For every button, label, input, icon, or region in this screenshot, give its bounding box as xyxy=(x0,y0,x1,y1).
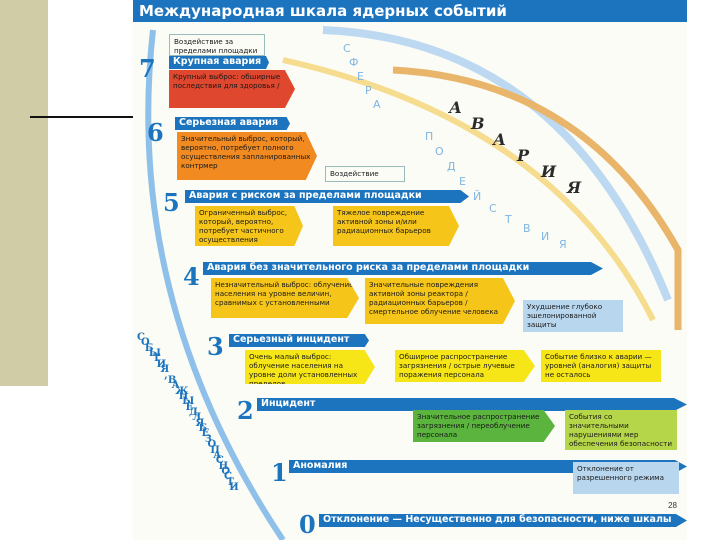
vertical-letter: Д xyxy=(188,407,198,418)
podeistvia-letter-4: Е xyxy=(459,175,466,188)
vertical-letter: Н xyxy=(178,390,189,402)
poster-title: Международная шкала ядерных событий xyxy=(139,2,507,20)
avaria-letter-1: А xyxy=(449,98,463,117)
vertical-letter: Б xyxy=(144,342,154,354)
side-decoration-strip xyxy=(0,0,48,386)
podeistvia-letter-8: В xyxy=(523,222,531,235)
vertical-letter: А xyxy=(171,380,180,392)
level-2-title: Инцидент xyxy=(261,398,316,409)
vertical-letter: Б xyxy=(198,423,208,435)
level-0-number: 0 xyxy=(299,510,316,539)
level-7-title: Крупная авария xyxy=(173,56,262,67)
level-3-bar: Серьезный инцидент xyxy=(229,334,369,347)
vertical-letter: В xyxy=(167,374,177,386)
sfera-letter-5: А xyxy=(373,98,381,111)
avaria-letter-6: Я xyxy=(567,178,582,197)
vertical-letter: И xyxy=(156,358,167,370)
vertical-letter: С xyxy=(137,332,145,343)
level-4-bar: Авария без значительного риска за предел… xyxy=(203,262,603,275)
podeistvia-letter-2: О xyxy=(435,145,444,158)
level-2-box-a: Значительное распространение загрязнения… xyxy=(413,410,555,442)
level-4-number: 4 xyxy=(183,262,200,291)
avaria-letter-3: А xyxy=(493,130,507,149)
level-3-box-b: Обширное распространение загрязнения / о… xyxy=(395,350,535,382)
vertical-letter: Е xyxy=(185,401,194,413)
vertical-letter: Я xyxy=(160,364,170,376)
podeistvia-letter-7: Т xyxy=(505,213,512,226)
level-0-note: Несущественно для безопасности, ниже шка… xyxy=(405,514,672,525)
vertical-letter: О xyxy=(207,439,217,451)
vertical-letter: П xyxy=(210,444,220,456)
vertical-letter: О xyxy=(140,337,150,349)
vertical-letter: О xyxy=(221,465,231,477)
sfera-letter-1: С xyxy=(343,42,351,55)
podeistvia-letter-5: Й xyxy=(473,190,482,203)
avaria-letter-2: В xyxy=(471,114,485,133)
sfera-letter-3: Е xyxy=(357,70,364,83)
level-1-number: 1 xyxy=(271,458,288,487)
level-5-number: 5 xyxy=(163,188,180,217)
level-4-box-a: Незначительный выброс: облучение населен… xyxy=(211,278,359,318)
level-0-title: Отклонение — Несущественно для безопасно… xyxy=(323,514,672,525)
vertical-letter: , xyxy=(164,369,168,381)
level-7-box: Крупный выброс: обширные последствия для… xyxy=(169,70,295,108)
level-6-box: Значительный выброс, который, вероятно, … xyxy=(177,132,317,180)
page-number: 28 xyxy=(668,501,677,510)
vertical-letter: И xyxy=(229,482,239,493)
vertical-letter: С xyxy=(223,471,232,483)
podeistvia-letter-1: П xyxy=(425,130,434,143)
title-bar: Международная шкала ядерных событий xyxy=(133,0,687,22)
sfera-letter-2: Ф xyxy=(349,56,359,69)
podeistvia-letter-9: И xyxy=(541,230,550,243)
vertical-letter: А xyxy=(213,449,222,461)
avaria-letter-4: Р xyxy=(517,146,530,165)
arc-bands xyxy=(145,26,682,540)
level-2-box-b: События со значительными нарушениями мер… xyxy=(565,410,677,450)
podeistvia-letter-6: С xyxy=(489,202,497,215)
level-2-bar: Инцидент xyxy=(257,398,687,411)
sfera-letter-4: Р xyxy=(365,84,372,97)
vertical-letter: Ы xyxy=(182,396,195,408)
vertical-letter: Е xyxy=(201,428,210,440)
level-3-number: 3 xyxy=(207,332,224,361)
level-0-title-text: Отклонение xyxy=(323,514,390,525)
vertical-letter: Л xyxy=(192,412,202,424)
avaria-letter-5: И xyxy=(541,162,557,181)
vertical-letter: С xyxy=(215,455,224,467)
level-4-title: Авария без значительного риска за предел… xyxy=(207,262,530,273)
level-6-title: Серьезная авария xyxy=(179,117,278,128)
level-3-title: Серьезный инцидент xyxy=(233,334,350,345)
level-2-number: 2 xyxy=(237,396,254,425)
level-3-box-a: Очень малый выброс: облучение населения … xyxy=(245,350,375,384)
vertical-letter: Т xyxy=(152,353,161,365)
side-decoration-line xyxy=(30,116,155,118)
vertical-letter: З xyxy=(204,433,212,445)
level-6-bar: Серьезная авария xyxy=(175,117,290,130)
level-7-bar: Крупная авария xyxy=(169,56,269,69)
impact-header-box: Воздействие xyxy=(325,166,405,182)
level-4-box-c: Ухудшение глубоко эшелонированной защиты xyxy=(523,300,623,332)
level-5-box-a: Ограниченный выброс, который, вероятно, … xyxy=(195,206,303,246)
level-1-box: Отклонение от разрешенного режима xyxy=(573,462,679,494)
vertical-letter: Ы xyxy=(148,348,161,360)
level-4-box-b: Значительные повреждения активной зоны р… xyxy=(365,278,515,324)
podeistvia-letter-3: Д xyxy=(447,160,456,173)
podeistvia-letter-10: Я xyxy=(559,238,567,251)
level-5-title: Авария с риском за пределами площадки xyxy=(189,190,422,201)
ines-scale-poster: Международная шкала ядерных событий Возд… xyxy=(133,0,687,540)
offsite-header-box: Воздействие за пределами площадки xyxy=(169,34,265,56)
level-5-bar: Авария с риском за пределами площадки xyxy=(185,190,469,203)
level-1-title: Аномалия xyxy=(293,460,348,471)
level-7-number: 7 xyxy=(139,54,156,83)
vertical-letter: Т xyxy=(226,476,235,488)
vertical-letter: Я xyxy=(195,417,205,429)
level-3-box-c: Событие близко к аварии — уровней (анало… xyxy=(541,350,661,382)
level-5-box-b: Тяжелое повреждение активной зоны и/или … xyxy=(333,206,459,246)
vertical-letter: Н xyxy=(218,460,229,472)
vertical-letter: Ж xyxy=(175,385,189,397)
level-6-number: 6 xyxy=(147,118,164,147)
level-0-bar: Отклонение — Несущественно для безопасно… xyxy=(319,514,687,527)
